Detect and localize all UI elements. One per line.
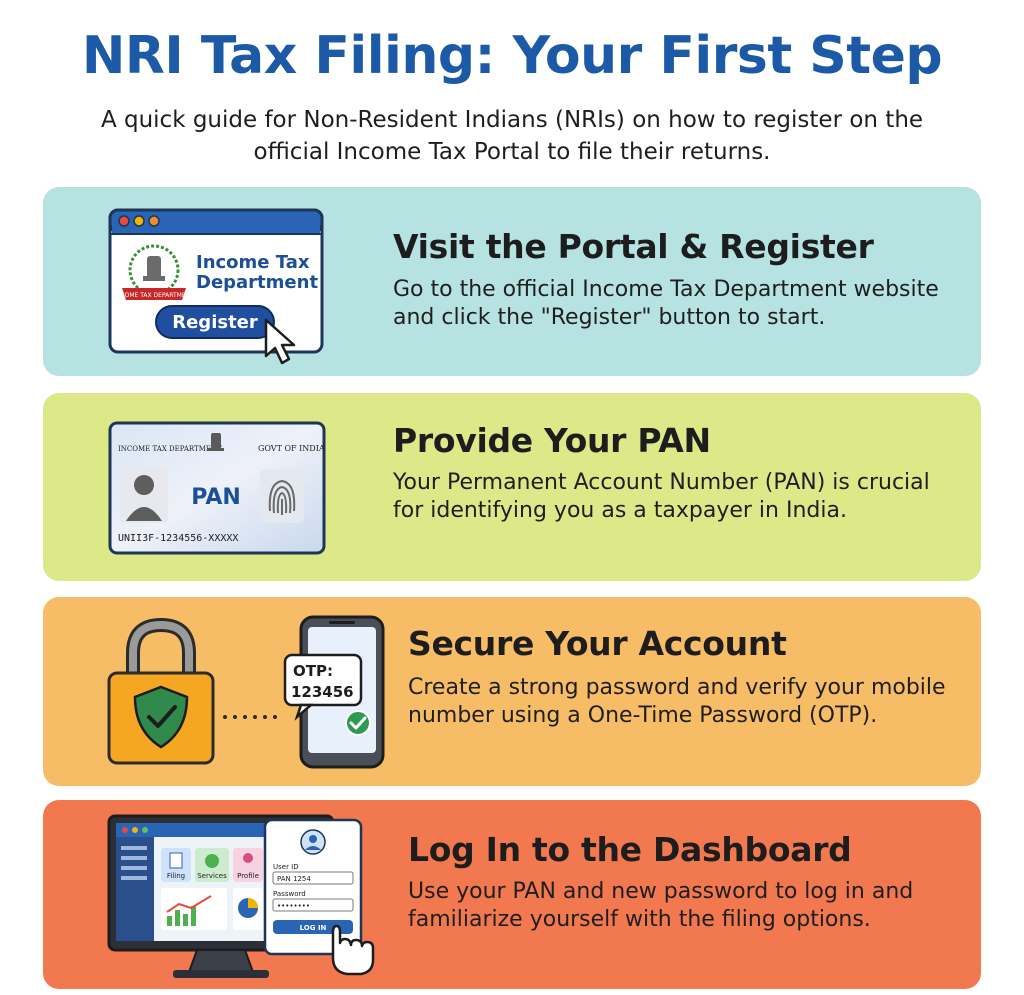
- otp-value: 123456: [291, 683, 354, 701]
- cursor-pointer-icon: [264, 318, 296, 365]
- tile-profile-label: Profile: [237, 872, 259, 880]
- step-description: Create a strong password and verify your…: [408, 675, 946, 728]
- step-title: Provide Your PAN: [393, 421, 711, 460]
- otp-label: OTP:: [293, 662, 333, 680]
- pan-left-header: INCOME TAX DEPARTMENT: [118, 445, 222, 453]
- userid-label: User ID: [273, 863, 299, 871]
- step-description: Use your PAN and new password to log in …: [408, 879, 914, 932]
- step-description: Go to the official Income Tax Department…: [393, 277, 939, 330]
- register-button-label: Register: [172, 312, 258, 333]
- register-button[interactable]: Register: [155, 305, 275, 339]
- password-label: Password: [273, 890, 306, 898]
- step-title: Visit the Portal & Register: [393, 227, 874, 266]
- dashboard-illustration: Filing Services Profile: [107, 814, 375, 978]
- fingerprint-icon: [260, 469, 304, 523]
- step-description: Your Permanent Account Number (PAN) is c…: [393, 470, 930, 523]
- userid-field[interactable]: [272, 871, 354, 885]
- window-close-dot: [118, 215, 130, 227]
- photo-avatar-icon: [120, 467, 168, 523]
- pan-number: UNII3F-1234556-XXXXX: [118, 533, 238, 544]
- check-circle-icon: [345, 710, 371, 736]
- step-card-secure: OTP: 123456 Secure Your Account Create a…: [43, 597, 981, 786]
- shield-check-icon: [133, 685, 189, 749]
- pan-card-illustration: INCOME TAX DEPARTMENT GOVT OF INDIA PAN …: [108, 421, 326, 555]
- window-min-dot: [133, 215, 145, 227]
- tile-services-label: Services: [197, 872, 227, 880]
- pie-chart-icon: [238, 898, 258, 918]
- step-title: Log In to the Dashboard: [408, 830, 852, 869]
- dept-name-line1: Income Tax: [196, 252, 310, 273]
- step-title: Secure Your Account: [408, 624, 787, 663]
- otp-bubble: OTP: 123456: [283, 653, 363, 721]
- dept-name-line2: Department: [196, 272, 318, 293]
- portal-browser-illustration: INCOME TAX DEPARTMENT Income Tax Departm…: [108, 208, 324, 365]
- page-subtitle: A quick guide for Non-Resident Indians (…: [100, 107, 924, 165]
- password-field[interactable]: [272, 898, 354, 912]
- step-card-login: Filing Services Profile: [43, 800, 981, 989]
- tile-filing-label: Filing: [167, 872, 185, 880]
- page-title: NRI Tax Filing: Your First Step: [81, 26, 943, 86]
- dotted-connector: [223, 715, 277, 719]
- emblem-icon: [208, 433, 224, 451]
- step-card-pan: INCOME TAX DEPARTMENT GOVT OF INDIA PAN …: [43, 393, 981, 581]
- login-panel: User ID PAN 1254 Password •••••••• LOG I…: [263, 818, 363, 956]
- pan-label: PAN: [191, 485, 241, 510]
- pan-right-header: GOVT OF INDIA: [258, 444, 325, 453]
- step-card-register: INCOME TAX DEPARTMENT Income Tax Departm…: [43, 187, 981, 376]
- window-max-dot: [148, 215, 160, 227]
- hand-pointer-icon: [331, 924, 375, 976]
- user-avatar-icon: [300, 829, 326, 855]
- bar-chart-icon: [166, 895, 212, 926]
- dashboard-tiles: Filing Services Profile: [161, 848, 263, 930]
- emblem-icon: INCOME TAX DEPARTMENT: [114, 244, 194, 300]
- userid-value: PAN 1254: [277, 875, 311, 883]
- password-value: ••••••••: [277, 902, 310, 910]
- emblem-ribbon-text: INCOME TAX DEPARTMENT: [114, 292, 194, 299]
- security-illustration: OTP: 123456: [107, 615, 385, 769]
- login-button-label: LOG IN: [300, 924, 327, 932]
